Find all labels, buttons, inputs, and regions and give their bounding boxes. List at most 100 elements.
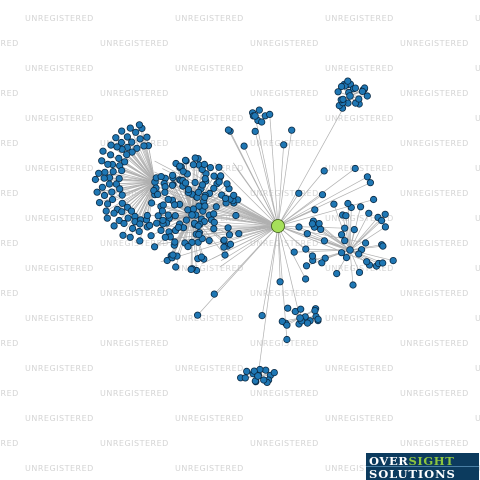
graph-node[interactable] — [118, 191, 126, 199]
graph-node[interactable] — [250, 367, 258, 375]
graph-node[interactable] — [124, 214, 132, 222]
graph-node[interactable] — [123, 151, 131, 159]
graph-node[interactable] — [283, 335, 291, 344]
graph-node[interactable] — [341, 224, 349, 232]
graph-node[interactable] — [258, 311, 266, 320]
graph-node[interactable] — [100, 191, 109, 199]
graph-node[interactable] — [135, 227, 143, 236]
graph-node[interactable] — [129, 224, 137, 232]
graph-node[interactable] — [164, 211, 172, 219]
graph-node[interactable] — [260, 376, 268, 384]
graph-node[interactable] — [270, 368, 278, 377]
graph-node[interactable] — [320, 167, 328, 175]
graph-node[interactable] — [91, 175, 100, 184]
graph-node[interactable] — [107, 151, 115, 159]
graph-node[interactable] — [350, 226, 358, 234]
graph-node[interactable] — [184, 243, 192, 251]
graph-node[interactable] — [349, 281, 357, 289]
graph-node[interactable] — [226, 240, 235, 248]
graph-node[interactable] — [116, 185, 124, 193]
graph-node[interactable] — [107, 141, 115, 149]
graph-node[interactable] — [251, 127, 259, 135]
graph-node[interactable] — [346, 246, 354, 254]
graph-node[interactable] — [100, 174, 108, 182]
graph-node[interactable] — [318, 191, 327, 199]
graph-node[interactable] — [182, 179, 190, 187]
graph-node[interactable] — [169, 171, 177, 179]
graph-node[interactable] — [120, 219, 128, 228]
graph-node[interactable] — [333, 269, 341, 278]
graph-node[interactable] — [223, 180, 231, 188]
graph-node[interactable] — [303, 319, 312, 327]
graph-node[interactable] — [276, 278, 284, 286]
graph-node[interactable] — [110, 209, 118, 217]
graph-node[interactable] — [128, 138, 136, 146]
graph-node[interactable] — [201, 193, 209, 201]
graph-node[interactable] — [230, 191, 238, 199]
graph-node[interactable] — [118, 127, 126, 135]
graph-node[interactable] — [355, 268, 364, 276]
graph-node[interactable] — [235, 230, 243, 238]
graph-node[interactable] — [301, 275, 310, 283]
graph-node[interactable] — [158, 207, 166, 215]
graph-node[interactable] — [148, 199, 156, 207]
graph-node[interactable] — [194, 188, 203, 196]
graph-node[interactable] — [278, 317, 286, 325]
graph-node[interactable] — [159, 201, 167, 209]
graph-node[interactable] — [217, 172, 225, 180]
graph-node[interactable] — [181, 156, 190, 164]
graph-node[interactable] — [98, 183, 107, 191]
graph-node[interactable] — [344, 199, 352, 208]
graph-node[interactable] — [198, 181, 207, 189]
graph-node[interactable] — [302, 262, 311, 270]
graph-node[interactable] — [212, 203, 220, 211]
graph-node[interactable] — [95, 199, 104, 207]
graph-node[interactable] — [136, 237, 144, 245]
graph-node[interactable] — [254, 372, 262, 380]
graph-node[interactable] — [105, 180, 114, 188]
graph-node[interactable] — [381, 223, 389, 231]
graph-node[interactable] — [102, 207, 110, 215]
graph-node[interactable] — [172, 263, 180, 271]
graph-node[interactable] — [154, 190, 162, 198]
graph-node[interactable] — [241, 374, 249, 382]
graph-node[interactable] — [210, 225, 218, 233]
graph-node[interactable] — [351, 84, 359, 92]
graph-node[interactable] — [206, 164, 214, 172]
graph-node[interactable] — [224, 224, 232, 232]
graph-node[interactable] — [151, 243, 159, 251]
graph-node[interactable] — [154, 212, 162, 220]
graph-node[interactable] — [103, 214, 111, 222]
graph-node[interactable] — [104, 160, 112, 168]
graph-node[interactable] — [119, 231, 127, 239]
graph-node[interactable] — [295, 223, 303, 231]
graph-node[interactable] — [297, 305, 305, 313]
graph-node[interactable] — [363, 92, 371, 100]
graph-node[interactable] — [104, 200, 112, 208]
graph-node[interactable] — [153, 219, 161, 227]
graph-node[interactable] — [189, 205, 198, 213]
graph-node[interactable] — [201, 175, 209, 183]
graph-node[interactable] — [317, 225, 325, 233]
graph-node[interactable] — [205, 237, 213, 245]
graph-node[interactable] — [255, 106, 263, 114]
graph-node[interactable] — [311, 306, 319, 315]
graph-node[interactable] — [356, 203, 365, 211]
graph-node[interactable] — [221, 251, 229, 259]
graph-node[interactable] — [118, 199, 126, 207]
graph-node[interactable] — [179, 167, 187, 175]
graph-node[interactable] — [117, 138, 126, 147]
graph-node[interactable] — [112, 134, 120, 142]
graph-node[interactable] — [189, 161, 197, 169]
graph-node[interactable] — [191, 154, 199, 162]
graph-node[interactable] — [135, 121, 143, 129]
graph-node[interactable] — [280, 141, 288, 149]
graph-node[interactable] — [215, 178, 223, 186]
graph-node[interactable] — [109, 168, 117, 176]
graph-node[interactable] — [108, 188, 116, 196]
graph-node[interactable] — [284, 304, 292, 312]
graph-node[interactable] — [314, 315, 322, 323]
graph-node[interactable] — [355, 95, 363, 103]
graph-node[interactable] — [161, 233, 169, 241]
graph-node[interactable] — [318, 259, 326, 267]
